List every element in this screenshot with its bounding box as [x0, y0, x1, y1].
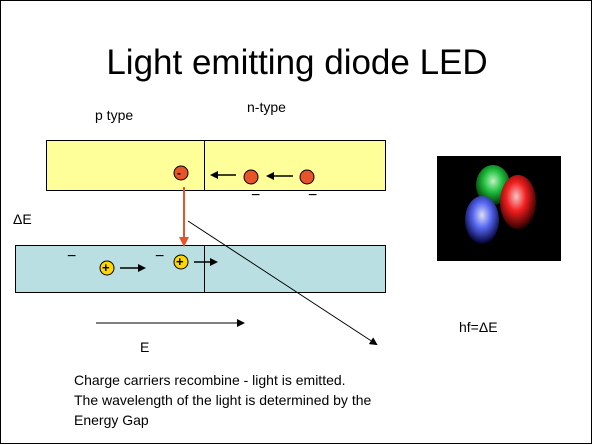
photon-energy-label: hf=ΔE — [459, 319, 498, 335]
p-type-label: p type — [95, 107, 134, 123]
electron-1-sign: - — [177, 166, 181, 180]
caption-line-3: Energy Gap — [74, 412, 149, 428]
caption-line-2: The wavelength of the light is determine… — [74, 392, 372, 408]
photon-emission-arrow — [187, 220, 378, 346]
electron-2 — [243, 169, 259, 185]
conduction-band — [46, 140, 386, 191]
caption-line-1: Charge carriers recombine - light is emi… — [74, 372, 346, 388]
slide-title: Light emitting diode LED — [106, 43, 488, 82]
minus-sign-4: − — [155, 248, 165, 265]
field-label: E — [140, 339, 150, 355]
hole-2-sign: + — [176, 254, 184, 269]
n-type-label: n-type — [247, 99, 286, 115]
minus-sign-1: − — [251, 187, 261, 204]
valence-band — [15, 245, 386, 293]
hole-2 — [173, 254, 189, 270]
energy-gap-label: ΔE — [13, 211, 32, 227]
junction-line-lower — [204, 245, 205, 293]
minus-sign-3: − — [67, 248, 77, 265]
junction-line-upper — [204, 140, 205, 191]
minus-sign-2: − — [308, 187, 318, 204]
hole-1-sign: + — [102, 260, 110, 275]
electron-1 — [173, 165, 189, 181]
caption: Charge carriers recombine - light is emi… — [74, 370, 574, 430]
led-photo — [437, 156, 561, 261]
electron-3 — [299, 169, 315, 185]
hole-1 — [99, 260, 115, 276]
